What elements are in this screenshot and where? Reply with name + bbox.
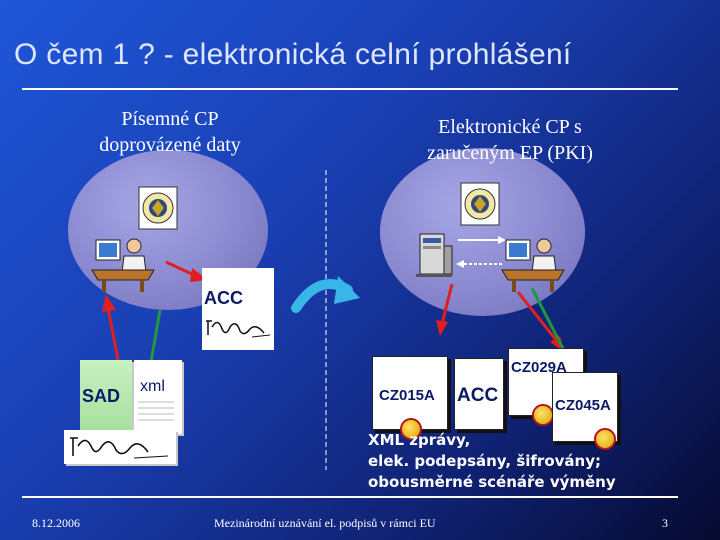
customs-emblem-icon [138,186,178,230]
scroll-acc: ACC [454,358,504,430]
officer-at-desk-icon [501,238,565,292]
footer-page-number: 3 [662,516,668,530]
xml-label: xml [140,378,165,395]
right-caption: Elektronické CP s zaručeným EP (PKI) [390,114,630,166]
acc-label: ACC [204,288,243,308]
xml-document: xml [134,360,182,434]
curved-arrow-icon [291,276,360,313]
title-underline [22,88,678,90]
left-caption: Písemné CP doprovázené daty [70,106,270,158]
signature-icon [70,437,169,459]
divider-line [325,170,327,470]
footer-date: 8.12.2006 [32,516,80,530]
scroll-cz029-label: CZ029A [511,359,567,376]
footer-center-text: Mezinárodní uznávání el. podpisů v rámci… [214,516,436,530]
footer-rule [22,496,678,498]
left-caption-line1: Písemné CP [121,108,219,130]
scroll-cz015: CZ015A [372,356,448,430]
sad-document: SAD [80,360,132,430]
wax-seal-icon [400,418,422,440]
slide-title: O čem 1 ? - elektronická celní prohlášen… [14,38,572,71]
server-computer-icon [416,233,453,277]
wax-seal-icon [532,404,554,426]
xml-note-line2: elek. podepsány, šifrovány; [368,452,601,470]
wax-seal-icon [594,428,616,450]
right-caption-line2: zaručeným EP (PKI) [427,142,593,164]
xml-note: XML zprávy, elek. podepsány, šifrovány; … [368,430,616,493]
exchange-arrows [456,236,506,268]
customs-emblem-icon [460,182,500,226]
sad-label: SAD [82,386,121,406]
scroll-cz015-label: CZ015A [379,387,435,404]
officer-at-desk-icon [91,238,155,292]
xml-note-line3: obousměrné scénáře výměny [368,473,616,491]
signature-icon [206,320,271,338]
left-caption-line2: doprovázené daty [99,134,241,156]
sad-signature [64,430,176,464]
acc-document: ACC [202,268,274,350]
right-caption-line1: Elektronické CP s [438,116,582,138]
scroll-acc-label: ACC [457,385,499,406]
xml-note-line1: XML zprávy, [368,431,471,449]
scroll-cz045-label: CZ045A [555,397,611,414]
xml-lines [138,401,174,421]
